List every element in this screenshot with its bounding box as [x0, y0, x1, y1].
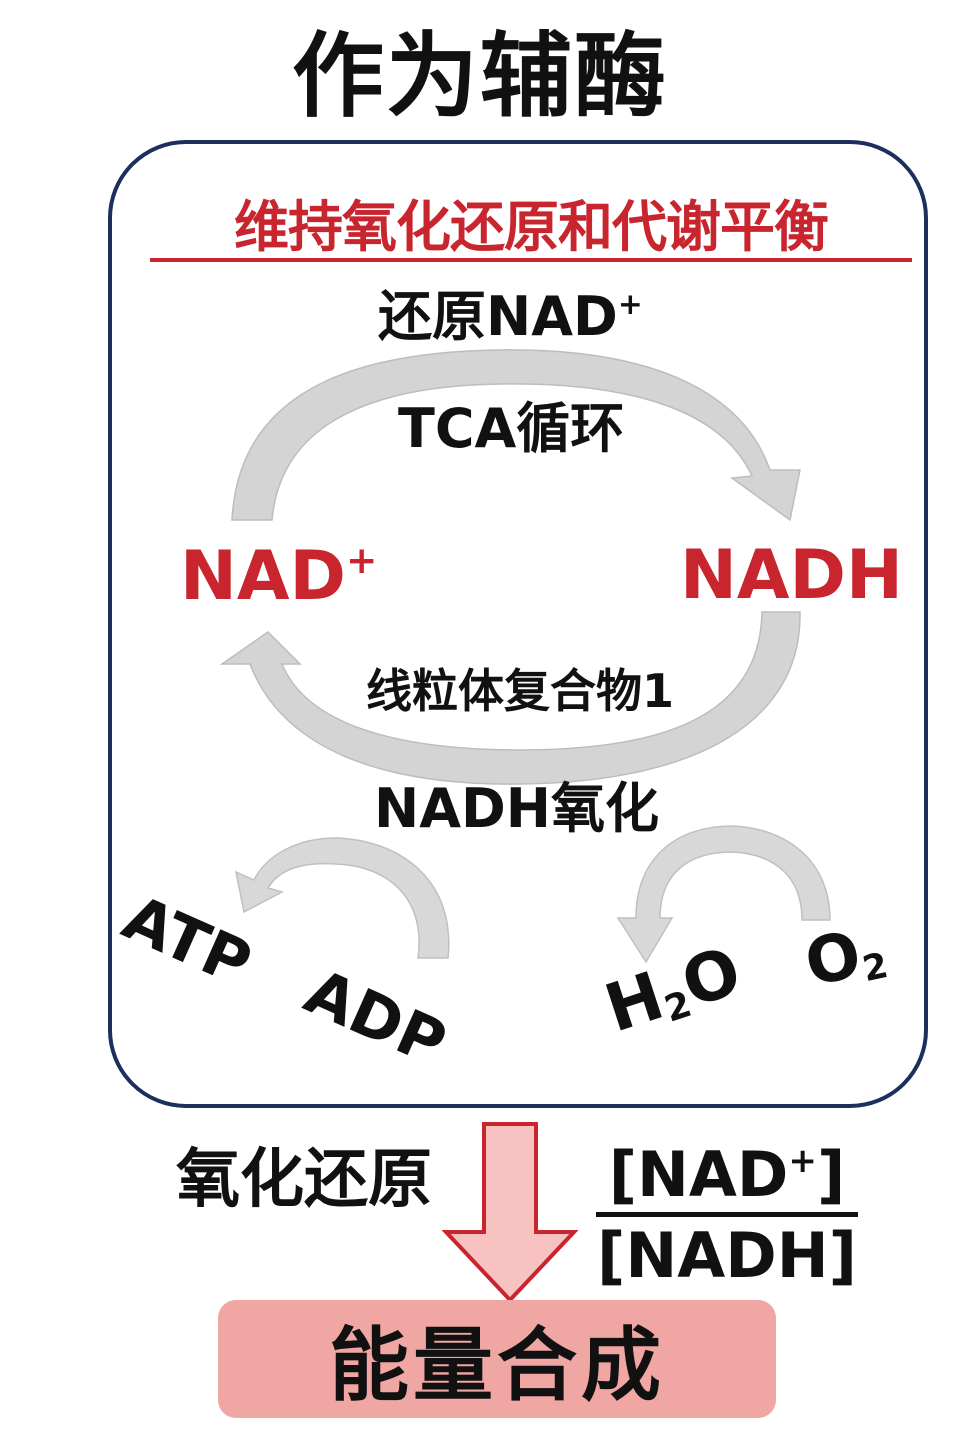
nad-nadh-ratio: [NAD+] [NADH] — [592, 1126, 862, 1291]
label-reduce-nad: 还原NAD+ — [378, 285, 643, 348]
label-o2: O2 — [798, 917, 892, 1002]
down-arrow — [441, 1122, 579, 1303]
page-title: 作为辅酶 — [291, 23, 668, 130]
o2-h2o-arrow — [616, 825, 831, 964]
ratio-numerator: [NAD+] — [608, 1137, 846, 1211]
label-redox: 氧化还原 — [176, 1143, 432, 1217]
label-nadh: NADH — [680, 536, 903, 615]
atp-adp-arrow — [234, 837, 450, 959]
label-tca-cycle: TCA循环 — [398, 397, 625, 460]
panel-subtitle: 维持氧化还原和代谢平衡 — [233, 195, 829, 259]
label-nad-plus: NAD+ — [180, 537, 378, 617]
ratio-fraction-bar — [596, 1211, 858, 1217]
subtitle-underline — [150, 258, 912, 262]
energy-synthesis-box: 能量合成 — [218, 1300, 776, 1418]
ratio-denominator: [NADH] — [597, 1218, 857, 1292]
top-cycle-arrow — [231, 349, 801, 522]
bottom-cycle-arrow — [219, 611, 801, 785]
label-mito-complex: 线粒体复合物1 — [366, 664, 675, 718]
energy-synthesis-label: 能量合成 — [329, 1319, 665, 1412]
label-nadh-oxidation: NADH氧化 — [374, 777, 660, 840]
coenzyme-panel — [108, 140, 928, 1108]
